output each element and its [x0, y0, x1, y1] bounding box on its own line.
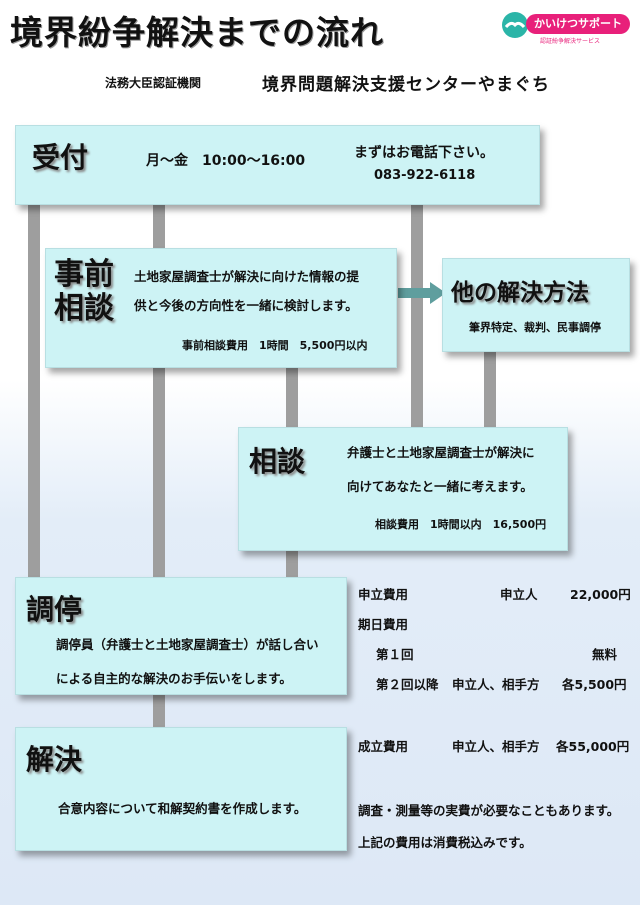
soudan-heading: 相談	[249, 445, 306, 478]
soudan-box: 相談 弁護士と土地家屋調査士が解決に 向けてあなたと一緒に考えます。 相談費用 …	[238, 427, 568, 551]
apply-fee-label: 申立費用	[358, 587, 409, 602]
choutei-heading: 調停	[26, 593, 83, 626]
first-session-label: 第１回	[376, 647, 414, 662]
success-fee-party: 申立人、相手方	[452, 739, 540, 754]
choutei-line-2: による自主的な解決のお手伝いをします。	[56, 671, 292, 686]
kaiketsu-line: 合意内容について和解契約書を作成します。	[58, 801, 307, 816]
second-session-label: 第２回以降	[376, 677, 439, 692]
other-desc: 筆界特定、裁判、民事調停	[469, 321, 601, 334]
logo-subtext: 認証紛争解決サービス	[540, 38, 601, 45]
choutei-box: 調停 調停員（弁護士と土地家屋調査士）が話し合い による自主的な解決のお手伝いを…	[15, 577, 347, 695]
handshake-icon	[502, 12, 528, 38]
soudan-fee: 相談費用 1時間以内 16,500円	[375, 518, 547, 531]
jizen-line-2: 供と今後の方向性を一緒に検討します。	[134, 298, 358, 313]
uketsuke-hours: 月～金 10:00～16:00	[146, 153, 306, 169]
jizen-box: 事前 相談 土地家屋調査士が解決に向けた情報の提 供と今後の方向性を一緒に検討し…	[45, 248, 397, 368]
connector-jizen-choutei	[153, 365, 165, 578]
choutei-line-1: 調停員（弁護士と土地家屋調査士）が話し合い	[56, 637, 319, 652]
second-session-amount: 各5,500円	[562, 677, 627, 692]
success-fee-label: 成立費用	[358, 739, 409, 754]
connector-choutei-kaiketsu	[153, 692, 165, 728]
connector-other-soudan	[484, 350, 496, 428]
connector-left	[28, 200, 40, 580]
soudan-line-2: 向けてあなたと一緒に考えます。	[347, 479, 533, 494]
logo-text: かいけつサポート	[526, 14, 630, 34]
org-name: 境界問題解決支援センターやまぐち	[262, 75, 550, 95]
uketsuke-box: 受付 月～金 10:00～16:00 まずはお電話下さい。 083-922-61…	[15, 125, 540, 205]
soudan-line-1: 弁護士と土地家屋調査士が解決に	[347, 445, 535, 460]
jizen-heading-1: 事前	[54, 257, 114, 292]
connector-uketsuke-jizen	[153, 200, 165, 250]
success-fee-amount: 各55,000円	[556, 739, 630, 754]
connector-soudan-choutei	[286, 548, 298, 578]
connector-jizen-soudan	[286, 365, 298, 427]
kaiketsu-box: 解決 合意内容について和解契約書を作成します。	[15, 727, 347, 851]
fee-note-2: 上記の費用は消費税込みです。	[358, 835, 532, 850]
jizen-heading-2: 相談	[54, 291, 114, 326]
apply-fee-amount: 22,000円	[570, 587, 631, 602]
fee-note-1: 調査・測量等の実費が必要なこともあります。	[358, 803, 620, 818]
page-title: 境界紛争解決までの流れ	[10, 13, 384, 52]
kaiketsu-support-logo: かいけつサポート 認証紛争解決サービス	[500, 8, 632, 46]
session-fee-label: 期日費用	[358, 617, 409, 632]
connector-uketsuke-other	[411, 200, 423, 428]
kaiketsu-heading: 解決	[26, 743, 83, 776]
other-heading: 他の解決方法	[451, 280, 589, 306]
jizen-fee: 事前相談費用 1時間 5,500円以内	[182, 339, 368, 352]
jizen-line-1: 土地家屋調査士が解決に向けた情報の提	[134, 269, 360, 284]
org-label: 法務大臣認証機関	[105, 76, 202, 90]
uketsuke-heading: 受付	[32, 141, 89, 174]
uketsuke-phone: 083-922-6118	[374, 168, 476, 183]
first-session-amount: 無料	[592, 647, 618, 662]
second-session-party: 申立人、相手方	[452, 677, 540, 692]
uketsuke-call: まずはお電話下さい。	[354, 145, 494, 161]
apply-fee-party: 申立人	[500, 587, 538, 602]
other-methods-box: 他の解決方法 筆界特定、裁判、民事調停	[442, 258, 630, 352]
arrow-right-icon	[398, 282, 446, 304]
